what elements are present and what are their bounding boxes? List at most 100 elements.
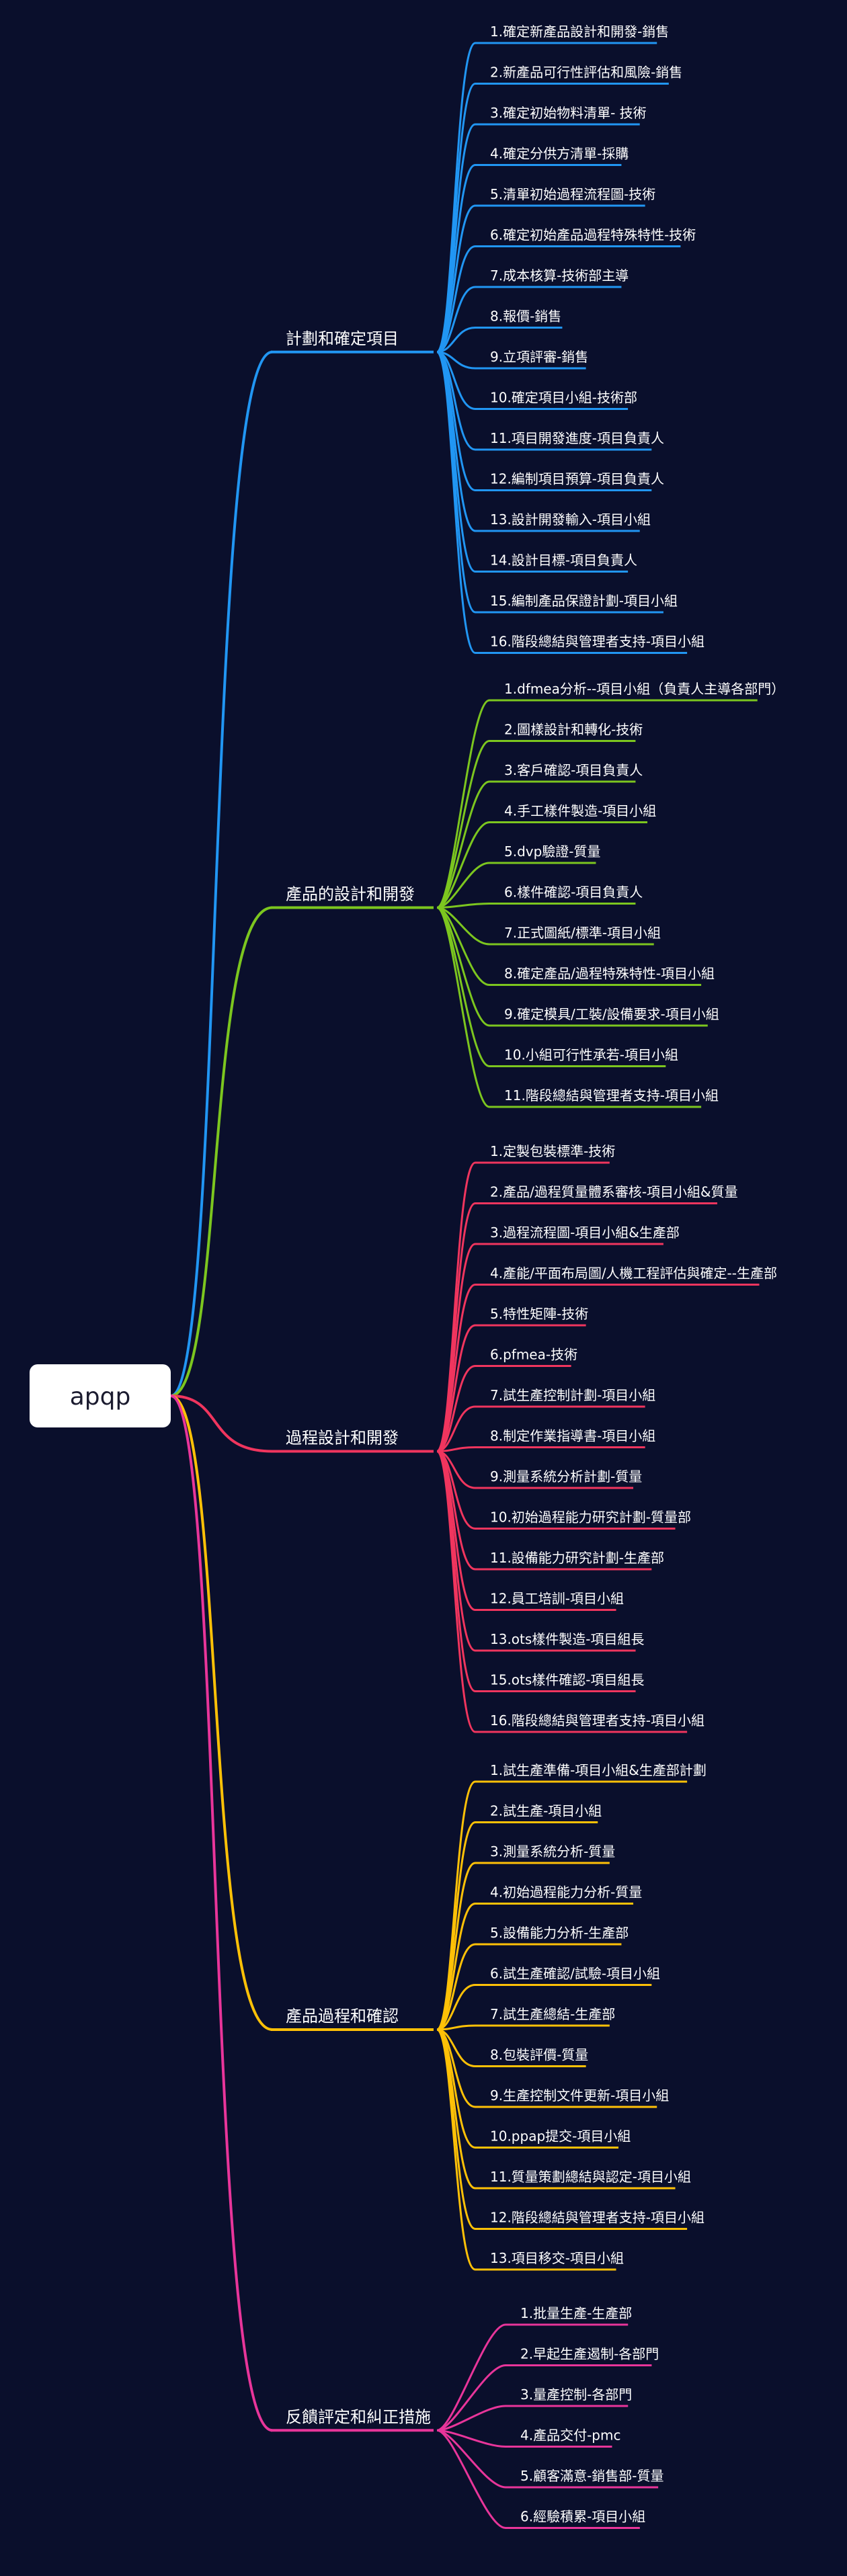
item-label: 10.確定項目小組-技術部 <box>490 390 637 406</box>
item-connector <box>436 327 476 354</box>
item-node[interactable]: 12.員工培訓-項目小組 <box>490 1591 624 1607</box>
item-label: 3.客戶確認-項目負責人 <box>504 762 643 778</box>
item-node[interactable]: 1.定製包裝標準-技術 <box>490 1143 615 1159</box>
branch-node[interactable]: 產品過程和確認 <box>286 2007 399 2026</box>
item-label: 1.確定新產品設計和開發-銷售 <box>490 24 669 40</box>
item-node[interactable]: 3.確定初始物料清單- 技術 <box>490 105 647 121</box>
item-node[interactable]: 1.dfmea分析--項目小組（負責人主導各部門） <box>504 681 784 697</box>
item-label: 13.ots樣件製造-項目組長 <box>490 1631 645 1647</box>
item-connector <box>436 286 476 354</box>
item-label: 16.階段總結與管理者支持-項目小組 <box>490 634 704 650</box>
item-node[interactable]: 2.新產品可行性評估和風險-銷售 <box>490 65 682 81</box>
item-label: 5.顧客滿意-銷售部-質量 <box>520 2468 664 2484</box>
root-connector <box>170 350 273 1397</box>
item-node[interactable]: 6.pfmea-技術 <box>490 1347 577 1363</box>
item-node[interactable]: 6.樣件確認-項目負責人 <box>504 884 643 901</box>
item-connector <box>436 1365 476 1452</box>
item-node[interactable]: 10.ppap提交-項目小組 <box>490 2128 631 2145</box>
item-connector <box>436 351 476 654</box>
item-node[interactable]: 1.試生產準備-項目小組&生產部計劃 <box>490 1762 707 1778</box>
item-label: 5.特性矩陣-技術 <box>490 1306 588 1322</box>
item-node[interactable]: 7.成本核算-技術部主導 <box>490 267 629 284</box>
item-node[interactable]: 2.早起生產遏制-各部門 <box>520 2346 659 2362</box>
item-node[interactable]: 5.顧客滿意-銷售部-質量 <box>520 2468 664 2484</box>
item-label: 9.立項評審-銷售 <box>490 349 588 365</box>
item-node[interactable]: 6.確定初始產品過程特殊特性-技術 <box>490 227 696 243</box>
branch-node[interactable]: 計劃和確定項目 <box>286 329 399 348</box>
item-node[interactable]: 5.設備能力分析-生產部 <box>490 1925 629 1941</box>
item-node[interactable]: 14.設計目標-項目負責人 <box>490 552 637 569</box>
item-node[interactable]: 1.確定新產品設計和開發-銷售 <box>490 24 669 40</box>
item-node[interactable]: 7.試生產控制計劃-項目小組 <box>490 1387 655 1403</box>
item-label: 7.試生產控制計劃-項目小組 <box>490 1387 655 1403</box>
item-node[interactable]: 13.ots樣件製造-項目組長 <box>490 1631 645 1647</box>
item-node[interactable]: 6.經驗積累-項目小組 <box>520 2509 645 2525</box>
item-connector <box>436 2364 506 2432</box>
item-node[interactable]: 12.編制項目預算-項目負責人 <box>490 471 664 487</box>
item-node[interactable]: 3.測量系統分析-質量 <box>490 1843 615 1860</box>
item-node[interactable]: 3.量產控制-各部門 <box>520 2386 632 2403</box>
item-node[interactable]: 13.設計開發輸入-項目小組 <box>490 511 651 528</box>
branch-node[interactable]: 產品的設計和開發 <box>286 885 415 904</box>
root-node-box <box>30 1364 171 1427</box>
item-node[interactable]: 5.特性矩陣-技術 <box>490 1306 588 1322</box>
item-node[interactable]: 16.階段總結與管理者支持-項目小組 <box>490 634 704 650</box>
item-node[interactable]: 1.批量生產-生產部 <box>520 2305 632 2321</box>
item-node[interactable]: 8.確定產品/過程特殊特性-項目小組 <box>504 966 715 982</box>
root-connector <box>170 1395 273 2031</box>
branch-node[interactable]: 過程設計和開發 <box>286 1429 399 1448</box>
item-label: 10.初始過程能力研究計劃-質量部 <box>490 1509 691 1526</box>
item-node[interactable]: 2.圖樣設計和轉化-技術 <box>504 722 643 738</box>
item-node[interactable]: 5.清單初始過程流程圖-技術 <box>490 186 655 202</box>
item-node[interactable]: 6.試生產確認/試驗-項目小組 <box>490 1966 660 1982</box>
item-node[interactable]: 7.正式圖紙/標準-項目小組 <box>504 925 661 941</box>
item-connector <box>436 821 490 909</box>
item-node[interactable]: 4.產品交付-pmc <box>520 2427 620 2444</box>
item-node[interactable]: 15.ots樣件確認-項目組長 <box>490 1672 645 1688</box>
item-node[interactable]: 5.dvp驗證-質量 <box>504 843 601 860</box>
item-node[interactable]: 9.立項評審-銷售 <box>490 349 588 365</box>
item-node[interactable]: 10.確定項目小組-技術部 <box>490 390 637 406</box>
item-node[interactable]: 4.確定分供方清單-採購 <box>490 146 629 162</box>
item-node[interactable]: 7.試生產總結-生產部 <box>490 2006 615 2022</box>
item-node[interactable]: 8.報價-銷售 <box>490 308 561 325</box>
item-label: 15.ots樣件確認-項目組長 <box>490 1672 645 1688</box>
item-node[interactable]: 8.制定作業指導書-項目小組 <box>490 1428 655 1444</box>
item-node[interactable]: 9.測量系統分析計劃-質量 <box>490 1468 642 1485</box>
item-node[interactable]: 16.階段總結與管理者支持-項目小組 <box>490 1712 704 1729</box>
item-node[interactable]: 2.產品/過程質量體系審核-項目小組&質量 <box>490 1184 738 1200</box>
item-label: 11.項目開發進度-項目負責人 <box>490 430 664 446</box>
branch-label: 過程設計和開發 <box>286 1429 399 1448</box>
root-connector <box>170 1395 273 1453</box>
branch-node[interactable]: 反饋評定和糾正措施 <box>286 2407 431 2426</box>
item-node[interactable]: 4.初始過程能力分析-質量 <box>490 1884 642 1901</box>
item-label: 6.樣件確認-項目負責人 <box>504 884 643 901</box>
item-connector <box>436 2429 506 2448</box>
item-node[interactable]: 9.生產控制文件更新-項目小組 <box>490 2087 669 2104</box>
item-node[interactable]: 12.階段總結與管理者支持-項目小組 <box>490 2210 704 2226</box>
root-node[interactable]: apqp <box>30 1364 171 1427</box>
item-connector <box>436 2429 506 2529</box>
item-connector <box>436 862 490 909</box>
item-node[interactable]: 10.初始過程能力研究計劃-質量部 <box>490 1509 691 1526</box>
item-label: 12.編制項目預算-項目負責人 <box>490 471 664 487</box>
item-label: 3.過程流程圖-項目小組&生產部 <box>490 1224 680 1241</box>
item-node[interactable]: 15.編制產品保證計劃-項目小組 <box>490 593 678 609</box>
item-node[interactable]: 3.客戶確認-項目負責人 <box>504 762 643 778</box>
item-node[interactable]: 8.包裝評價-質量 <box>490 2047 588 2063</box>
item-node[interactable]: 11.質量策劃總結與認定-項目小組 <box>490 2169 691 2185</box>
item-node[interactable]: 3.過程流程圖-項目小組&生產部 <box>490 1224 680 1241</box>
item-node[interactable]: 11.設備能力研究計劃-生產部 <box>490 1550 664 1566</box>
item-node[interactable]: 11.項目開發進度-項目負責人 <box>490 430 664 446</box>
item-node[interactable]: 2.試生產-項目小組 <box>490 1803 602 1819</box>
item-label: 1.定製包裝標準-技術 <box>490 1143 615 1159</box>
item-connector <box>436 2028 476 2271</box>
item-node[interactable]: 13.項目移交-項目小組 <box>490 2250 624 2266</box>
item-label: 6.pfmea-技術 <box>490 1347 577 1363</box>
item-node[interactable]: 4.產能/平面布局圖/人機工程評估與確定--生產部 <box>490 1265 777 1282</box>
item-node[interactable]: 10.小組可行性承若-項目小組 <box>504 1047 678 1063</box>
item-node[interactable]: 11.階段總結與管理者支持-項目小組 <box>504 1087 719 1104</box>
item-connector <box>436 2028 476 2230</box>
item-node[interactable]: 4.手工樣件製造-項目小組 <box>504 803 656 819</box>
item-node[interactable]: 9.確定模具/工裝/設備要求-項目小組 <box>504 1006 719 1022</box>
